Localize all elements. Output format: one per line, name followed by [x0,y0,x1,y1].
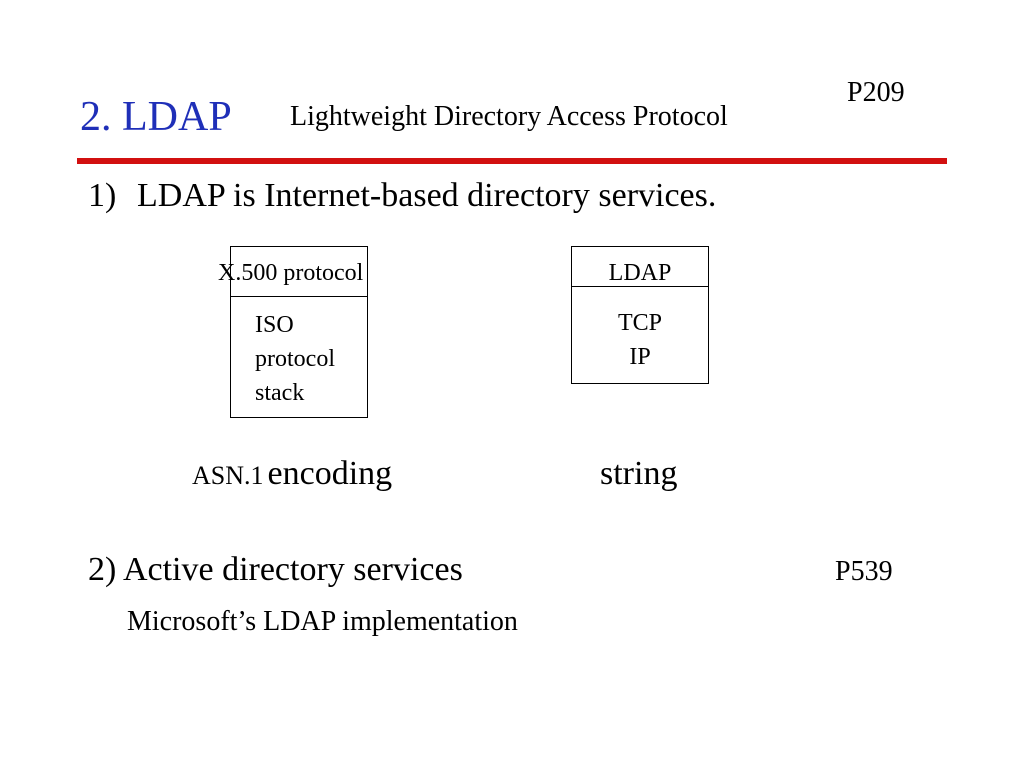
asn-prefix: ASN.1 [192,461,264,490]
ldap-box-line: TCP [617,310,662,336]
ldap-box-divider [571,286,709,287]
x500-box-line: ISO [255,312,294,338]
asn-encoding-caption: ASN.1 encoding [192,452,392,502]
title-divider [77,158,947,164]
x500-stack-box [230,246,368,418]
page-reference-top: P209 [847,77,905,108]
item1-text: LDAP is Internet-based directory service… [137,177,717,214]
x500-box-line: protocol [255,346,335,372]
ldap-box-header: LDAP [608,260,672,286]
x500-box-line: stack [255,380,305,406]
ldap-box-line: IP [629,344,651,370]
x500-box-divider [230,296,368,297]
item2-subtext: Microsoft’s LDAP implementation [127,606,518,637]
item1-number: 1) [88,177,117,214]
x500-box-header: X.500 protocol [218,260,364,286]
string-caption: string [600,455,678,492]
encoding-word: encoding [267,455,393,492]
slide-subtitle: Lightweight Directory Access Protocol [290,101,728,132]
x500-box-body: ISO protocol stack [255,308,335,410]
page-reference-item2: P539 [835,556,893,587]
slide-title: 2. LDAP [80,94,232,140]
ldap-box-body: TCP IP [571,306,709,374]
ldap-stack-box [571,246,709,384]
item2-text: 2) Active directory services [88,551,463,588]
